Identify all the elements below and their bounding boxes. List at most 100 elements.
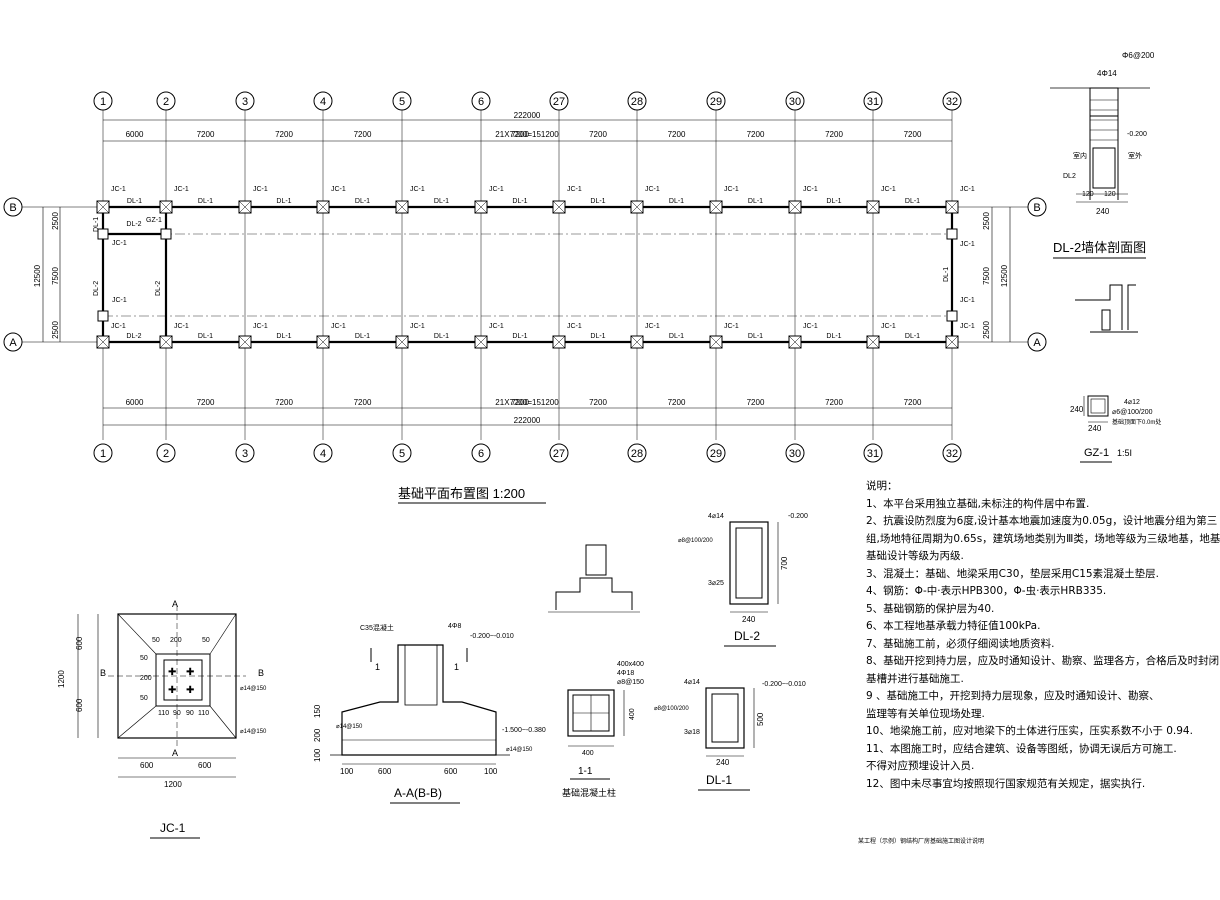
axis-bubble	[627, 91, 647, 111]
axis-label: 3	[242, 96, 248, 108]
label-jc1: JC-1	[724, 323, 739, 330]
note-line: 监理等有关单位现场处理.	[866, 707, 985, 720]
axis-label: 31	[867, 448, 879, 460]
aa-concrete: C35混凝土	[360, 623, 394, 632]
axis-bubble	[942, 91, 962, 111]
label-jc1: JC-1	[960, 297, 975, 304]
axis-bubble	[549, 91, 569, 111]
label-dl1: DL-1	[748, 198, 763, 205]
jc1-size-total: 1200	[164, 780, 182, 789]
jc1-detail: ✚✚ ✚✚ A A B B 50 200 50 50 200 50 110 90…	[57, 599, 267, 839]
dim-span-bottom: 6000	[126, 398, 144, 407]
label-dl1: DL-1	[590, 198, 605, 205]
footing-diag	[788, 335, 802, 349]
jc1-half-v0: 600	[75, 636, 84, 650]
footing-diag	[96, 335, 110, 349]
dim-side: 2500	[51, 212, 60, 230]
jc1-col-3: 110	[198, 710, 209, 717]
footing-diag	[159, 335, 173, 349]
footing-diag	[395, 200, 409, 214]
aa-dim-1: 600	[378, 767, 392, 776]
section-aa: 1 1 C35混凝土 -0.200~-0.010 -1.500~-0.380 ⌀…	[313, 623, 546, 804]
label-jc1: JC-1	[567, 323, 582, 330]
note-line: 基础设计等级为丙级.	[866, 550, 964, 562]
dl1b-bottom: 3⌀18	[684, 729, 700, 736]
aa-mark-left: 1	[375, 662, 380, 672]
footing-diag	[709, 200, 723, 214]
jc1-rebar-b: ⌀14@150	[240, 729, 267, 735]
row-bubble	[1027, 332, 1047, 352]
note-line: 11、本图施工时，应结合建筑、设备等图纸，协调无误后方可施工.	[866, 742, 1177, 755]
label-jc1: JC-1	[174, 323, 189, 330]
label-jc1: JC-1	[253, 186, 268, 193]
label-jc1: JC-1	[960, 186, 975, 193]
axis-bubble	[471, 443, 491, 463]
dim-span-top: 6000	[126, 130, 144, 139]
label-jc1: JC-1	[331, 323, 346, 330]
dl2-wall-section: 4Φ14 Φ6@200 -0.200 120 120 240 DL2 室内 室外…	[1050, 51, 1155, 259]
dl1b-elev: -0.200~-0.010	[762, 681, 806, 688]
axis-label: 4	[320, 448, 326, 460]
jc1-title: JC-1	[160, 821, 186, 835]
footing-diag	[866, 200, 880, 214]
jc1-dim-top-1: 200	[170, 637, 182, 644]
pedestal-detail	[548, 544, 640, 613]
footing-diag	[709, 335, 723, 349]
dim-middle-bottom: 21X7200=151200	[495, 398, 559, 407]
label-jc1: JC-1	[724, 186, 739, 193]
svg-text:✚: ✚	[186, 667, 194, 678]
dl2-elev: -0.200	[1127, 131, 1147, 138]
dl2b-stirrup: ⌀8@100/200	[678, 538, 713, 544]
dl2b-elev: -0.200	[788, 513, 808, 520]
label-dl1: DL-1	[127, 198, 142, 205]
label-dl1-v: DL-1	[93, 217, 100, 232]
aa-elev-top: -0.200~-0.010	[470, 633, 514, 640]
axis-label: 4	[320, 96, 326, 108]
aa-mark-right: 1	[454, 662, 459, 672]
axis-bubble	[392, 443, 412, 463]
axis-label: 31	[867, 96, 879, 108]
label-dl1: DL-1	[198, 198, 213, 205]
label-dl2-v: DL-2	[155, 281, 162, 296]
jc1-rebar-a: ⌀14@150	[240, 686, 267, 692]
dl2-beam: 4⌀14 ⌀8@100/200 3⌀25 -0.200 700 240 DL-2	[678, 513, 808, 647]
label-dl1: DL-1	[355, 333, 370, 340]
dl2-top-rebar: 4Φ14	[1097, 69, 1117, 78]
note-line: 7、基础施工前，必须仔细阅读地质资料.	[866, 637, 1055, 650]
axis-label: 27	[553, 448, 565, 460]
label-jc1: JC-1	[111, 323, 126, 330]
jc1-dim-top-0: 50	[152, 637, 160, 644]
label-dl1: DL-1	[276, 333, 291, 340]
col-title: 基础混凝土柱	[562, 787, 616, 798]
aa-title: A-A(B-B)	[394, 786, 442, 800]
footing-diag	[96, 200, 110, 214]
axis-label: 30	[789, 96, 801, 108]
note-line: 1、本平台采用独立基础,未标注的构件居中布置.	[866, 497, 1090, 510]
jc1-col-1: 90	[173, 710, 181, 717]
col-section: 1-1	[578, 766, 593, 777]
label-dl1: DL-1	[669, 198, 684, 205]
label-jc1: JC-1	[174, 186, 189, 193]
axis-bubble	[235, 443, 255, 463]
jc1-col-0: 110	[158, 710, 169, 717]
note-line: 8、基础开挖到持力层，应及时通知设计、勘察、监理各方，合格后及时封闭	[866, 655, 1220, 667]
dl1b-stirrup: ⌀8@100/200	[654, 706, 689, 712]
axis-label: 5	[399, 448, 405, 460]
aa-rebar-c: 4Φ8	[448, 623, 461, 630]
label-jc1: JC-1	[960, 241, 975, 248]
aa-dimv-1: 200	[313, 728, 322, 742]
label-jc1: JC-1	[567, 186, 582, 193]
footing-diag	[945, 200, 959, 214]
footing-diag	[238, 200, 252, 214]
dl2-stirrup: Φ6@200	[1122, 51, 1155, 60]
aa-dimv-0: 100	[313, 748, 322, 762]
aa-rebar-b: ⌀14@150	[506, 747, 533, 753]
note-line: 组,场地特征周期为0.65s，建筑场地类别为Ⅲ类，场地等级为三级地基，地基	[866, 532, 1220, 545]
dl2-section-title: DL-2墙体剖面图	[1053, 240, 1146, 255]
footing-diag	[159, 200, 173, 214]
axis-bubble	[863, 91, 883, 111]
footing-small	[97, 228, 109, 240]
label-dl1: DL-1	[905, 198, 920, 205]
axis-label: 6	[478, 96, 484, 108]
